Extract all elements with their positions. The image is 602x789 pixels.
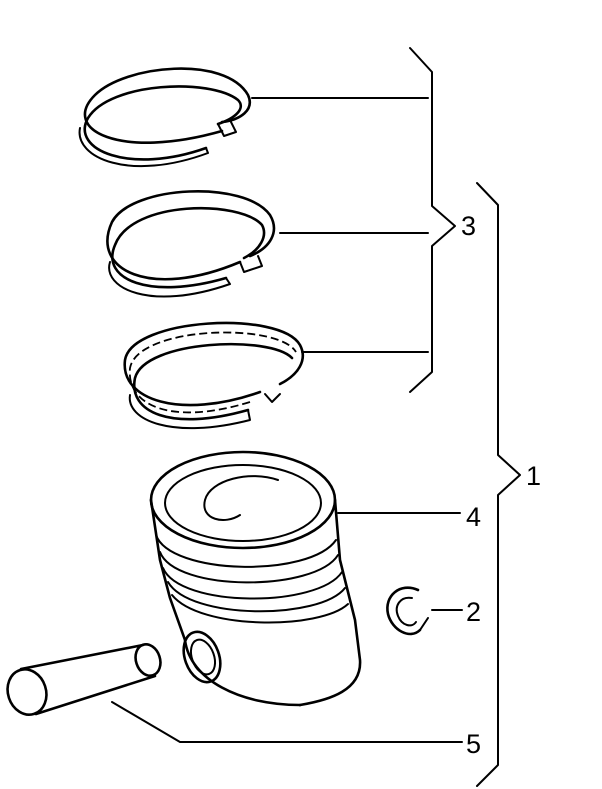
callout-1: 1 bbox=[526, 461, 541, 491]
top-piston-ring bbox=[78, 67, 251, 167]
bracket-part-1 bbox=[476, 182, 521, 787]
callout-3: 3 bbox=[461, 211, 476, 241]
piston-pin bbox=[6, 643, 162, 716]
leader-lines bbox=[111, 97, 463, 743]
callout-5: 5 bbox=[466, 729, 481, 759]
middle-piston-ring bbox=[106, 190, 276, 298]
oil-control-ring bbox=[123, 321, 305, 430]
callout-4: 4 bbox=[466, 502, 481, 532]
piston bbox=[149, 450, 362, 707]
circlip bbox=[386, 586, 429, 636]
callout-2: 2 bbox=[466, 597, 481, 627]
bracket-part-3 bbox=[409, 47, 456, 393]
